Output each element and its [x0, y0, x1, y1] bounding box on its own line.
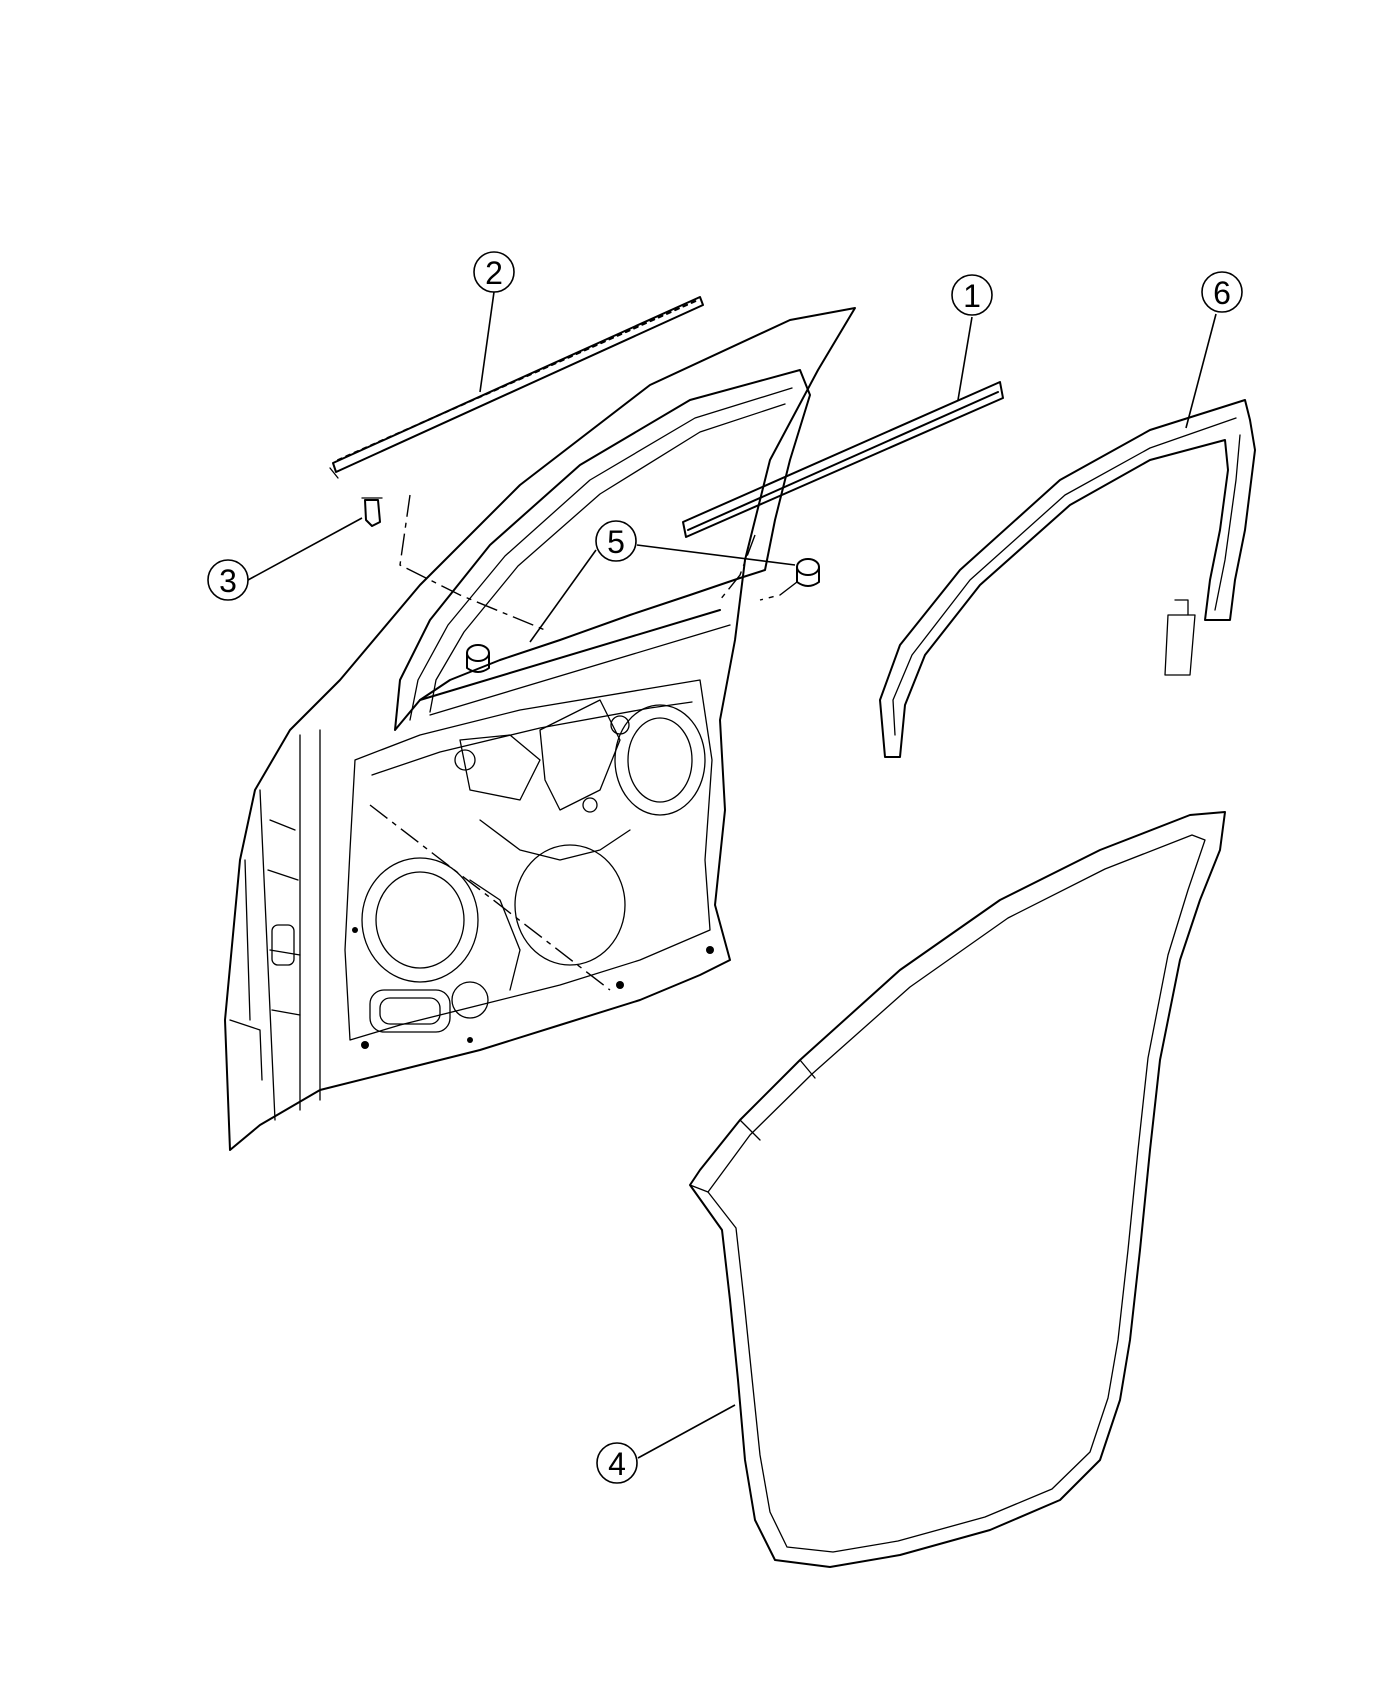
callout-5: 5 [595, 520, 637, 562]
part-5-plugs [466, 558, 820, 673]
part-2-inner-belt-weatherstrip [329, 296, 704, 631]
callout-1: 1 [951, 274, 993, 316]
callout-6: 6 [1201, 271, 1243, 313]
callout-1-label: 1 [963, 278, 981, 314]
part-1-outer-belt-weatherstrip [682, 381, 1004, 601]
callout-3: 3 [207, 559, 249, 601]
callout-5-label: 5 [607, 524, 625, 560]
part-3-clip [361, 497, 383, 527]
callout-3-label: 3 [219, 563, 237, 599]
callout-4-label: 4 [608, 1446, 626, 1482]
callout-4: 4 [596, 1442, 638, 1484]
callout-2: 2 [473, 251, 515, 293]
callout-6-label: 6 [1213, 275, 1231, 311]
part-4-door-weatherstrip [689, 811, 1226, 1568]
door-panel [224, 307, 856, 1151]
leader-lines [247, 291, 1217, 1459]
part-6-glass-run-channel [879, 399, 1256, 758]
callout-2-label: 2 [485, 255, 503, 291]
